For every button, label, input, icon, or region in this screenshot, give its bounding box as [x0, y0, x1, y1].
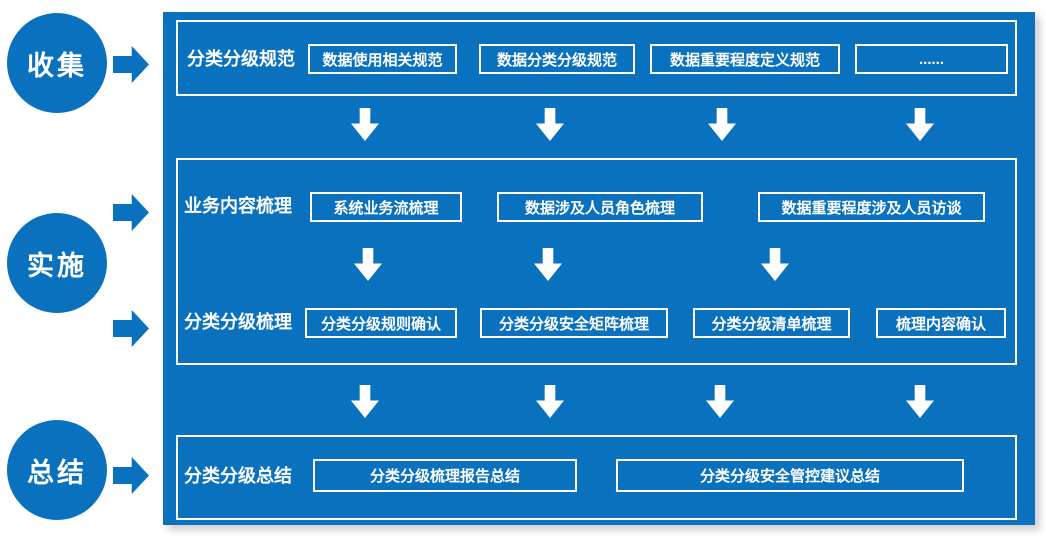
business-box-3: 数据重要程度涉及人员访谈	[758, 192, 985, 222]
spec-box-1: 数据使用相关规范	[308, 44, 457, 74]
row-label-business: 业务内容梳理	[184, 196, 292, 216]
sorting-box-2: 分类分级安全矩阵梳理	[480, 308, 668, 338]
business-box-1: 系统业务流梳理	[310, 192, 462, 222]
section-spec	[176, 20, 1017, 96]
summary-box-2: 分类分级安全管控建议总结	[616, 459, 964, 492]
row-label-summary: 分类分级总结	[184, 466, 292, 486]
process-panel	[163, 12, 1035, 525]
summary-box-1: 分类分级梳理报告总结	[313, 459, 577, 492]
right-arrow-icon	[113, 46, 149, 83]
right-arrow-icon	[113, 310, 149, 347]
sorting-box-3: 分类分级清单梳理	[693, 308, 850, 338]
phase-label: 收集	[27, 50, 87, 81]
spec-box-2: 数据分类分级规范	[479, 44, 635, 74]
phase-circle-collect: 收集	[7, 13, 107, 113]
right-arrow-icon	[113, 457, 149, 494]
section-summary	[176, 435, 1017, 520]
phase-circle-implement: 实施	[7, 213, 107, 313]
sorting-box-4: 梳理内容确认	[876, 308, 1006, 338]
phase-label: 总结	[27, 457, 87, 488]
row-label-spec: 分类分级规范	[187, 49, 295, 69]
phase-circle-summary: 总结	[7, 420, 107, 520]
spec-box-4-more: ......	[855, 44, 1008, 74]
phase-label: 实施	[27, 250, 87, 281]
business-box-2: 数据涉及人员角色梳理	[497, 192, 703, 222]
sorting-box-1: 分类分级规则确认	[305, 308, 457, 338]
spec-box-3: 数据重要程度定义规范	[650, 44, 840, 74]
section-implement	[176, 158, 1017, 365]
right-arrow-icon	[113, 194, 149, 231]
row-label-sorting: 分类分级梳理	[184, 312, 292, 332]
